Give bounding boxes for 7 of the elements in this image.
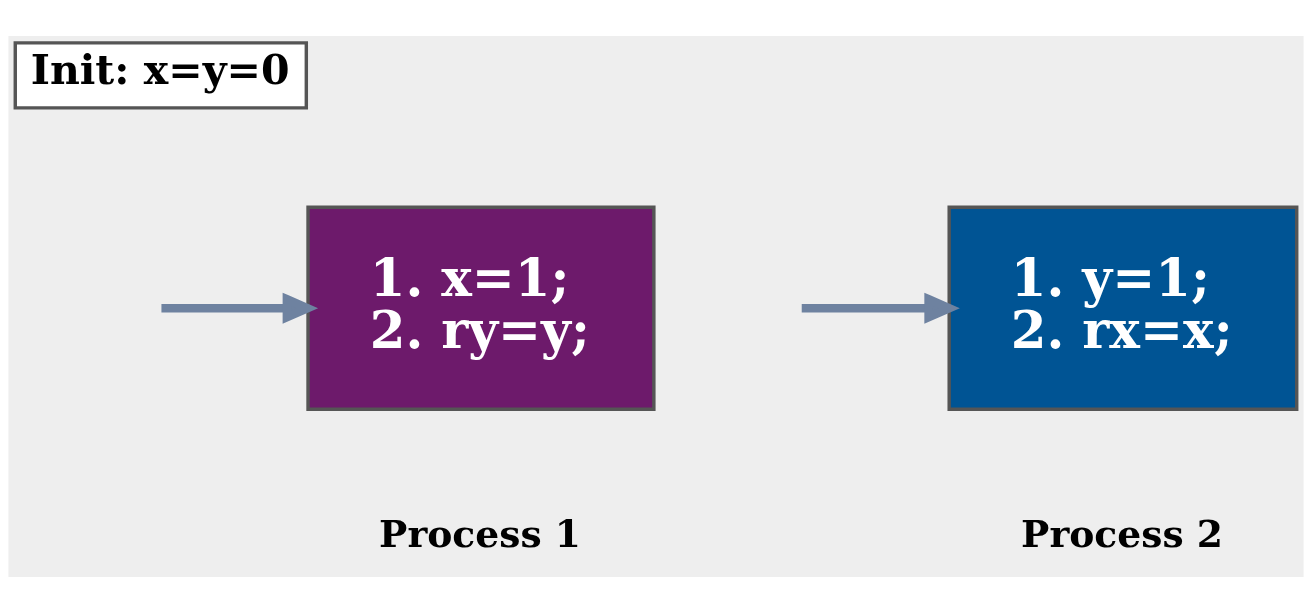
node-box: 1. x=1; 2. ry=y; [306, 205, 656, 411]
node-label: Process 1 [379, 512, 581, 557]
arrow [161, 292, 319, 324]
node-box: Init: x=y=0 [13, 41, 309, 110]
arrow [801, 292, 960, 324]
node-box: 1. y=1; 2. rx=x; [947, 205, 1299, 411]
node-label: Process 2 [1021, 512, 1223, 557]
